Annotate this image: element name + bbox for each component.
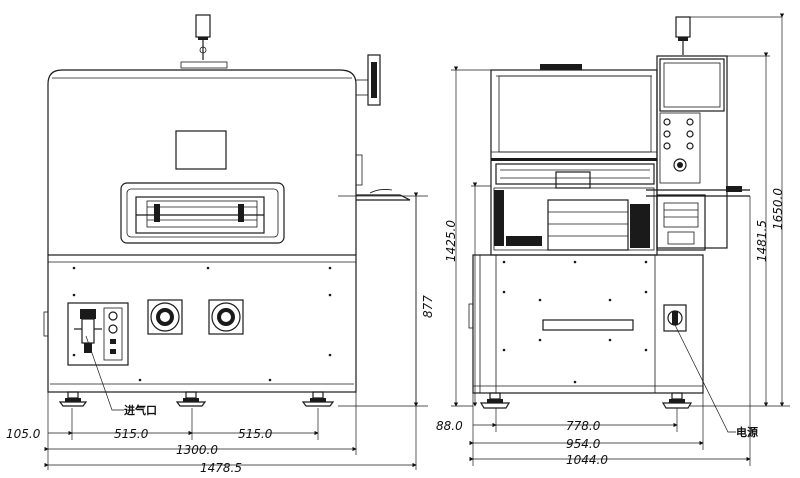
front-dimensions	[44, 192, 428, 470]
front-view: 进气口 105.0 515.0 515.0 1300.0 1478.5 877	[6, 14, 435, 475]
dim-side-span: 778.0	[566, 419, 601, 433]
side-lower-cabinet	[472, 254, 704, 394]
front-air-panel	[67, 302, 129, 366]
side-power-switch	[663, 304, 687, 332]
side-feeder-tray	[646, 186, 750, 197]
dim-side-width-inner: 954.0	[566, 437, 601, 451]
dim-side-height-a: 1425.0	[444, 220, 458, 262]
front-side-tray	[355, 154, 411, 201]
front-upper-housing	[47, 69, 357, 255]
front-feet	[58, 391, 335, 407]
power-label: 电源	[736, 425, 758, 439]
side-work-area	[493, 187, 655, 251]
front-cooling-fan-right	[208, 299, 244, 335]
air-inlet-label: 进气口	[124, 403, 157, 417]
front-inspection-window	[175, 130, 227, 170]
front-cooling-fan-left	[147, 299, 183, 335]
dim-front-width-total: 1478.5	[200, 461, 242, 475]
front-signal-light	[180, 14, 228, 69]
dim-front-height: 877	[421, 295, 435, 318]
dim-front-left-offset: 105.0	[6, 427, 41, 441]
dim-front-span-a: 515.0	[114, 427, 149, 441]
side-vented-rail	[495, 163, 655, 189]
side-feet	[479, 392, 693, 409]
dim-side-width-total: 1044.0	[566, 453, 608, 467]
side-touch-monitor	[659, 58, 725, 112]
side-control-column	[656, 55, 728, 251]
dim-front-span-b: 515.0	[238, 427, 273, 441]
side-drawer-handle	[542, 319, 634, 331]
front-cabinet-screws	[72, 266, 332, 382]
dim-side-height-c: 1650.0	[771, 188, 785, 230]
side-dimensions	[451, 13, 790, 466]
dim-front-width-inner: 1300.0	[176, 443, 218, 457]
front-viewing-window	[120, 182, 285, 244]
dim-side-left-offset: 88.0	[436, 419, 463, 433]
side-cabinet-screws	[502, 260, 648, 384]
front-monitor	[356, 54, 381, 106]
side-view: 电源 88.0 778.0 954.0 1044.0 1425.0	[436, 13, 790, 467]
side-signal-light	[675, 16, 782, 55]
dim-side-height-b: 1481.5	[755, 220, 769, 262]
